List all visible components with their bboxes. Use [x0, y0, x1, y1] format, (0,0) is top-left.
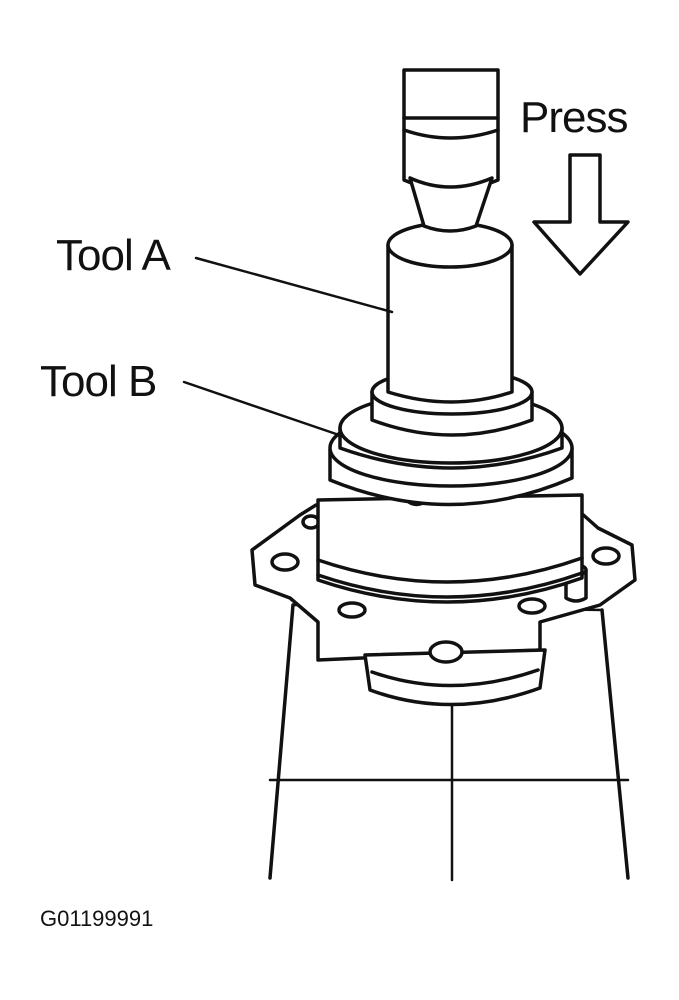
- tool-b-leader-line: [182, 380, 344, 438]
- press-label: Press: [520, 93, 627, 142]
- leader-lines: [182, 256, 394, 438]
- arrow-down-icon: [532, 153, 630, 276]
- press-ram: [402, 68, 500, 233]
- tool-a-label: Tool A: [56, 231, 172, 280]
- bearing-housing: [316, 486, 584, 604]
- tool-a-leader-line: [194, 256, 394, 314]
- tool-a: [386, 221, 514, 404]
- figure-code-label: G01199991: [40, 906, 153, 931]
- hub-lower-body: [363, 640, 547, 707]
- tool-b-label: Tool B: [40, 357, 156, 406]
- tool-b: [328, 368, 574, 507]
